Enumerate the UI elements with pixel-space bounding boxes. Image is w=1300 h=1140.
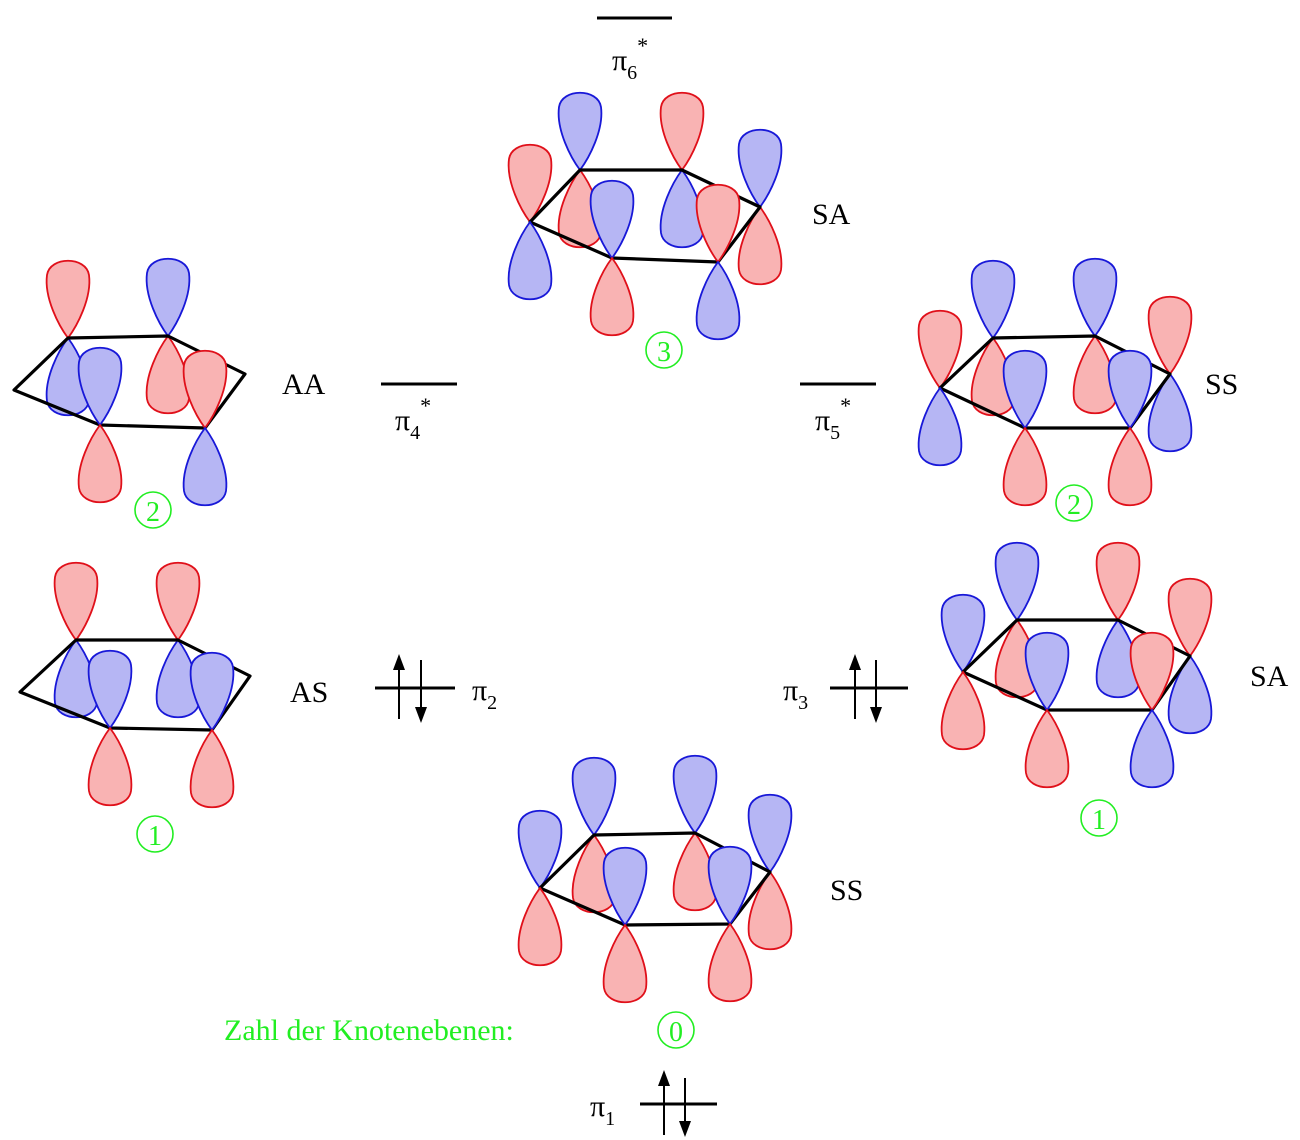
ring-pi3	[940, 541, 1213, 789]
orbital-pi4: AA π4* 2	[12, 257, 457, 529]
orbital-pi6: π6* SA 3	[507, 16, 851, 369]
electron-up-arrow	[849, 654, 861, 719]
back-lobes	[507, 91, 783, 286]
svg-text:π1: π1	[590, 1090, 615, 1130]
svg-text:3: 3	[657, 337, 671, 368]
energy-level-pi2: π2	[375, 654, 497, 723]
pi5-symbol: π	[815, 404, 830, 437]
ring-pi2	[18, 561, 252, 809]
svg-text:2: 2	[1067, 490, 1081, 521]
svg-text:1: 1	[1092, 805, 1106, 836]
ring-pi4	[12, 257, 247, 507]
energy-level-pi3: π3	[783, 654, 908, 723]
pi4-superscript: *	[420, 393, 431, 418]
pi5-subscript: 5	[830, 422, 840, 444]
orbital-pi5: π5* SS 2	[800, 257, 1238, 522]
energy-level-pi1: π1	[590, 1070, 717, 1137]
pi4-symmetry: AA	[282, 368, 326, 401]
back-lobes	[917, 257, 1193, 453]
back-lobes	[517, 754, 793, 951]
pi1-symbol: π	[590, 1090, 605, 1123]
energy-level-pi5: π5*	[800, 382, 876, 444]
svg-text:π2: π2	[472, 674, 497, 714]
svg-text:π6*: π6*	[612, 33, 648, 84]
electron-up-arrow	[393, 654, 405, 719]
energy-level-pi6: π6*	[597, 16, 672, 84]
svg-text:0: 0	[669, 1017, 683, 1048]
pi1-symmetry: SS	[830, 874, 863, 907]
electron-down-arrow	[415, 660, 427, 723]
pi1-node-count: 0	[657, 1011, 695, 1049]
pi4-node-count: 2	[134, 491, 172, 529]
pi3-symmetry: SA	[1250, 660, 1289, 693]
svg-text:π3: π3	[783, 674, 808, 714]
orbital-pi2: AS π2 1	[18, 561, 497, 853]
pi2-subscript: 2	[487, 692, 497, 714]
ring-pi1	[517, 754, 793, 1004]
orbital-pi3: π3	[783, 541, 1289, 837]
pi3-node-count: 1	[1080, 799, 1118, 837]
ring-pi6	[507, 91, 783, 341]
svg-text:2: 2	[146, 497, 160, 528]
pi6-node-count: 3	[645, 331, 683, 369]
pi3-symbol: π	[783, 674, 798, 707]
pi5-symmetry: SS	[1205, 368, 1238, 401]
pi4-symbol: π	[395, 404, 410, 437]
energy-level-pi4: π4*	[381, 382, 457, 444]
ring-pi5	[917, 257, 1193, 507]
electron-down-arrow	[870, 660, 882, 723]
svg-text:π5*: π5*	[815, 393, 851, 444]
pi1-subscript: 1	[605, 1108, 615, 1130]
electron-down-arrow	[679, 1078, 691, 1137]
pi3-subscript: 3	[798, 692, 808, 714]
pi6-symbol: π	[612, 44, 627, 77]
node-count-legend: Zahl der Knotenebenen: 0	[224, 1011, 695, 1049]
electron-up-arrow	[658, 1070, 670, 1135]
legend-label: Zahl der Knotenebenen:	[224, 1014, 514, 1047]
back-lobes	[940, 541, 1213, 735]
svg-text:1: 1	[148, 821, 162, 852]
pi6-superscript: *	[637, 33, 648, 58]
pi6-subscript: 6	[627, 62, 637, 84]
orbital-pi1: SS π1	[517, 754, 863, 1137]
pi6-symmetry: SA	[812, 198, 851, 231]
svg-text:π4*: π4*	[395, 393, 431, 444]
pi2-node-count: 1	[136, 815, 174, 853]
pi5-node-count: 2	[1055, 484, 1093, 522]
pi5-superscript: *	[840, 393, 851, 418]
pi2-symbol: π	[472, 674, 487, 707]
pi4-subscript: 4	[410, 422, 420, 444]
pi2-symmetry: AS	[290, 676, 328, 709]
